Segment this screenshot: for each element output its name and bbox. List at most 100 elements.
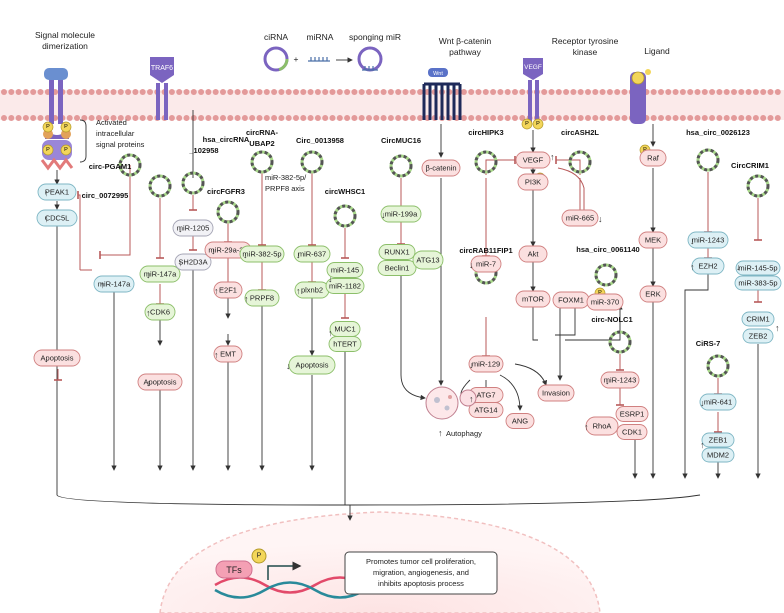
lipid-head xyxy=(614,89,621,95)
down-arrow-icon: ↓ xyxy=(243,250,248,260)
node-label: MDM2 xyxy=(707,451,729,460)
lipid-head xyxy=(293,115,299,121)
node-vegf-node: VEGF xyxy=(515,151,551,169)
down-arrow-icon: ↓ xyxy=(328,274,333,284)
node-label: Apoptosis xyxy=(41,354,74,363)
lipid-head xyxy=(731,89,737,95)
lipid-head xyxy=(497,89,504,95)
circrna-ring-ubap2 xyxy=(250,150,274,174)
up-arrow-icon: ↑ xyxy=(775,323,780,333)
lipid-head xyxy=(322,115,329,121)
node-mir1243-b: miR-1243 xyxy=(687,231,729,249)
lipid-head xyxy=(314,89,321,95)
node-label: MUC1 xyxy=(334,325,355,334)
name-circ-0013958: Circ_0013958 xyxy=(296,136,344,145)
expression-arrows: ↑↑↓↑↓↑↓↓↑↓↑↑↓↑↓↑↓↓↑↓↓↑↓↓↑↓↑↓↑↓↑↓↑ xyxy=(44,152,780,450)
circrna-ring-c72995 xyxy=(148,174,172,198)
lipid-head xyxy=(256,89,263,95)
node-runx1: RUNX1 xyxy=(378,244,416,260)
phospho-label: P xyxy=(46,124,50,130)
lipid-head xyxy=(74,89,80,95)
name-circ-cirs7: CiRS-7 xyxy=(696,339,721,348)
lipid-head xyxy=(570,115,577,121)
lipid-head xyxy=(220,89,226,95)
lipid-head xyxy=(577,115,584,121)
lipid-head xyxy=(679,115,686,121)
lipid-head xyxy=(760,115,767,121)
name-circ-nolc1: circ-NOLC1 xyxy=(591,315,632,324)
vegf-receptor: VEGF xyxy=(523,58,543,124)
lipid-head xyxy=(402,115,409,121)
lipid-head xyxy=(205,115,212,121)
name-circ-pgam1: circ-PGAM1 xyxy=(89,162,132,171)
node-label: miR-7 xyxy=(476,260,496,269)
outcome-line-2: migration, angiogenesis, and xyxy=(373,568,469,577)
node-esrp1: ESRP1 xyxy=(615,406,649,422)
node-atg13: ATG13 xyxy=(412,250,444,270)
lipid-head xyxy=(322,89,329,95)
node-label: β-catenin xyxy=(426,164,457,173)
node-mir147a-pgam: miR-147a xyxy=(93,275,135,293)
lipid-head xyxy=(234,115,241,121)
cell-membrane xyxy=(0,89,784,121)
up-arrow-icon: ↑ xyxy=(690,262,695,272)
lipid-head xyxy=(621,115,628,121)
lipid-head xyxy=(468,89,475,95)
node-label: ZEB1 xyxy=(709,436,728,445)
lipid-head xyxy=(15,115,22,121)
lipid-head xyxy=(329,115,336,121)
lipid-head xyxy=(563,115,570,121)
lipid-head xyxy=(570,89,577,95)
node-prpf8: PRPF8 xyxy=(244,289,280,307)
down-arrow-icon: ↓ xyxy=(296,250,301,260)
node-mir147a: miR-147a xyxy=(139,265,181,283)
circrna-ring-nolc1 xyxy=(608,330,632,354)
node-crim1-node: CRIM1 xyxy=(741,311,775,327)
lipid-head xyxy=(723,115,730,121)
node-label: mTOR xyxy=(522,295,545,304)
name-circ-fgfr3: circFGFR3 xyxy=(207,187,245,196)
lipid-head xyxy=(709,89,716,95)
lipid-head xyxy=(132,115,139,121)
lipid-head xyxy=(563,89,570,95)
outcome-box xyxy=(344,551,498,595)
lipid-head xyxy=(263,115,270,121)
node-label: E2F1 xyxy=(219,286,237,295)
traf6-receptor: TRAF6 xyxy=(150,57,174,120)
circrna-ring-pgam1 xyxy=(118,153,142,177)
node-label: VEGF xyxy=(523,156,544,165)
node-label: CDK1 xyxy=(622,428,642,437)
label-sponging: sponging miR xyxy=(349,32,401,42)
lipid-head xyxy=(380,115,387,121)
lipid-head xyxy=(358,89,365,95)
lipid-head xyxy=(694,115,701,121)
lipid-head xyxy=(358,115,365,121)
lipid-head xyxy=(125,115,132,121)
lipid-head xyxy=(599,115,606,121)
lipid-head xyxy=(745,89,752,95)
down-arrow-icon: ↓ xyxy=(178,224,183,234)
lipid-head xyxy=(125,89,132,95)
lipid-head xyxy=(168,115,175,121)
node-label: miR-29a-3p xyxy=(208,246,247,255)
mir382-axis-2: PRPF8 axis xyxy=(265,184,305,193)
lipid-head xyxy=(95,89,102,95)
lipid-head xyxy=(88,89,95,95)
lipid-head xyxy=(300,89,307,95)
lipid-head xyxy=(650,89,657,95)
up-arrow-icon: ↑ xyxy=(44,188,49,198)
lipid-head xyxy=(366,89,372,95)
node-label: ATG7 xyxy=(476,391,495,400)
node-mdm2: MDM2 xyxy=(701,447,735,463)
phospho-label: P xyxy=(64,124,68,130)
autophagosome xyxy=(425,386,477,420)
lipid-head xyxy=(351,89,358,95)
lipid-head xyxy=(205,89,212,95)
node-peak1: PEAK1 xyxy=(37,183,77,201)
lipid-head xyxy=(468,115,475,121)
name-circrna-102958-2: _102958 xyxy=(188,146,218,155)
node-mtor: mTOR xyxy=(515,290,551,308)
lipid-head xyxy=(716,115,723,121)
lipid-head xyxy=(585,89,591,95)
